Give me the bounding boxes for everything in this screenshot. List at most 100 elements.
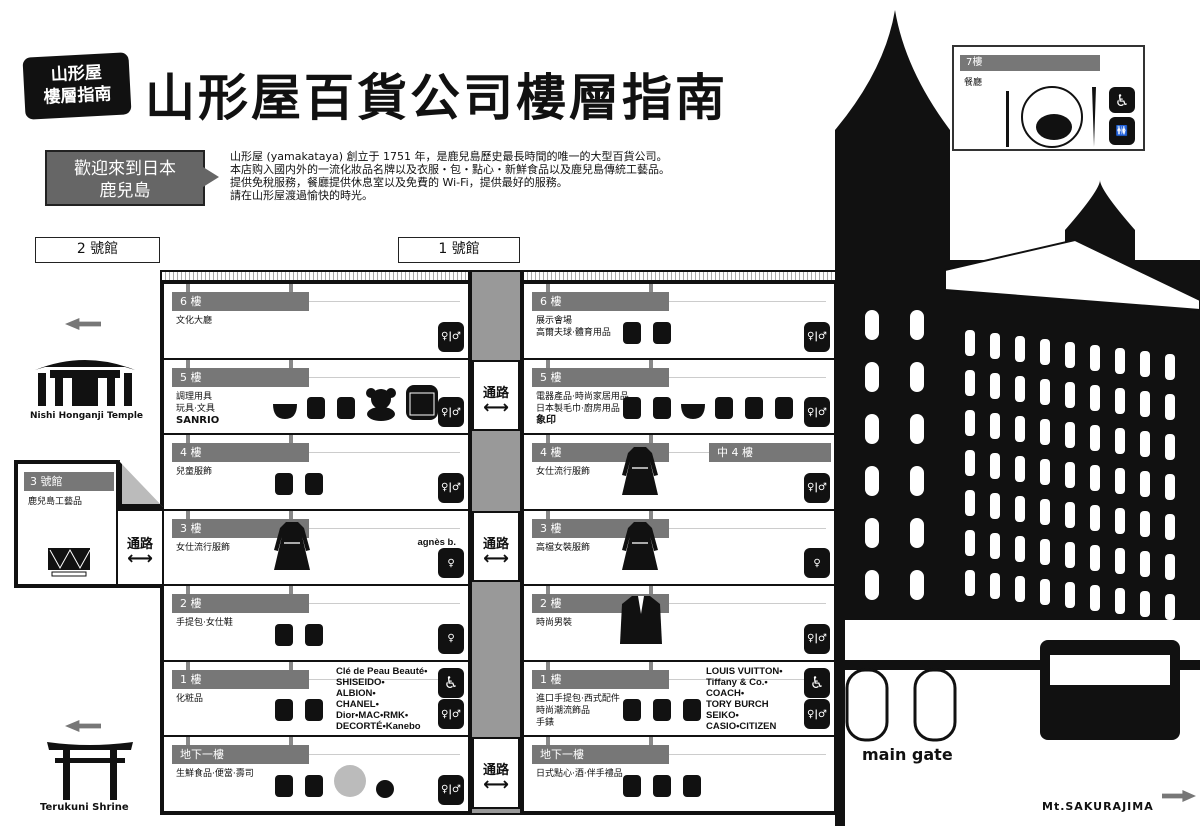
floor-label: 6 樓 [172,292,309,311]
hanger [546,435,550,444]
floor-row[interactable]: 2 樓手提包·女仕鞋♀ [164,586,468,662]
guide-badge: 山形屋樓層指南 [22,52,132,120]
restroom-icon: ♀|♂ [804,397,830,427]
torii-icon [47,742,133,800]
building2-roof [160,270,470,280]
floor-category: 生鮮食品·便當·壽司 [176,769,254,779]
welcome-callout: 歡迎來到日本鹿兒島 [45,150,219,206]
building3-roof [118,460,164,508]
passage-building3[interactable]: 通路⟷ [118,507,164,588]
hanger [289,737,293,746]
double-arrow-icon: ⟷ [483,774,509,795]
passage-connector[interactable]: 通路⟷ [472,359,520,431]
hanger [186,284,190,293]
hanger [289,586,293,595]
intro-text: 山形屋 (yamakataya) 創立于 1751 年，是鹿兒島歷史最長時間的唯… [230,150,670,202]
product-icons [272,620,326,652]
brand-name: CASIO•CITIZEN [706,720,777,732]
passage-connector[interactable]: 通路⟷ [472,510,520,582]
floor-category: 展示會場 [536,316,573,326]
hanger [546,510,550,520]
brand-name: SEIKO• [706,709,739,721]
guide-line [309,678,460,680]
sushi-icon [272,771,296,803]
building3-desc: 鹿兒島工藝品 [28,497,83,507]
hanger [649,737,653,746]
passage-label: 通路 [482,385,509,401]
teddy-bear-icon [364,387,398,425]
floor-row[interactable]: 地下一樓生鮮食品·便當·壽司♀|♂ [164,737,468,813]
dress-icon [272,520,312,576]
floor-desc: 女仕流行服飾 [176,542,230,554]
guide-line [309,527,460,529]
floor-desc: 手提包·女仕鞋 [176,617,233,629]
hanger [649,284,653,293]
guide-line [309,603,460,604]
restroom-icon: ♀|♂ [438,472,464,503]
guide-line [309,754,460,755]
guide-line [669,754,826,755]
floor-row[interactable]: 6 樓展示會場高爾夫球·體育用品♀|♂ [524,284,834,360]
brand-name: ALBION• [336,687,376,699]
guide-line [669,527,826,529]
passage-label: 通路 [482,536,509,552]
product-icons [620,393,796,425]
floor-label: 地下一樓 [532,745,669,764]
floor-row[interactable]: 地下一樓日式點心·酒·伴手禮品 [524,737,834,813]
floor-label: 1 樓 [532,669,669,689]
floor-category: 手提包·女仕鞋 [176,618,233,628]
brand-name: DECORTÉ•Kanebo [336,720,421,732]
guide-line [669,603,826,604]
restroom-icon: 🚻 [1109,117,1135,145]
product-icons [272,520,312,576]
lipstick-icon [302,695,326,727]
floor-desc: 進口手提包·西式配件時尚潮流飾品手錶 [536,693,620,729]
hanger [546,359,550,369]
floor-category: 手錶 [536,717,555,728]
guide-line [309,452,460,453]
floor-row[interactable]: 5 樓電器產品·時尚家居用品日本製毛巾·廚房用品象印♀|♂ [524,359,834,435]
floor-label: 4 樓 [172,443,309,462]
passage-label: 通路 [126,537,153,552]
brand-name: LOUIS VUITTON• [706,665,783,677]
high-heel-icon [272,620,296,652]
product-icons [620,445,660,501]
building1-label: 1 號館 [398,237,520,263]
passage-connector[interactable]: 通路⟷ [472,737,520,809]
floor-row[interactable]: 3 樓高檔女裝服飾♀ [524,510,834,586]
hanger [649,359,653,369]
restroom-icon: ♀|♂ [438,321,464,352]
product-icons [620,318,674,350]
currency-exchange-icon [772,393,796,425]
floor-category: 高檔女裝服飾 [536,542,591,553]
floor-desc: 女仕流行服飾 [536,466,590,478]
floor-row[interactable]: 6 樓文化大廳♀|♂ [164,284,468,360]
hanger [186,510,190,520]
building3-label: 3 號館 [24,472,114,491]
welcome-line: 鹿兒島 [99,181,151,201]
floor-row[interactable]: 4 樓中 4 樓女仕流行服飾♀|♂ [524,435,834,511]
handbag-icon [302,620,326,652]
floor-row[interactable]: 2 樓時尚男裝♀|♂ [524,586,834,662]
building3: 3 號館 鹿兒島工藝品 [14,460,120,588]
building1-roof [522,270,838,280]
floor-category: 女仕流行服飾 [536,467,591,477]
brand-list: agnès b. [417,537,456,548]
mezzanine-label: 中 4 樓 [709,443,831,462]
restroom-icon: ♀|♂ [804,699,830,729]
sneaker-icon [650,318,674,350]
female-restroom-icon: ♀ [438,623,464,654]
floor-row[interactable]: 4 樓兒童服飾♀|♂ [164,435,468,511]
shrine-label: Terukuni Shrine [40,802,129,813]
school-bag-icon [404,381,440,425]
wallet-icon [650,695,674,727]
featured-brand: 象印 [536,414,556,426]
watch-icon [680,695,704,727]
female-restroom-icon: ♀ [804,548,830,578]
hanger [186,661,190,671]
